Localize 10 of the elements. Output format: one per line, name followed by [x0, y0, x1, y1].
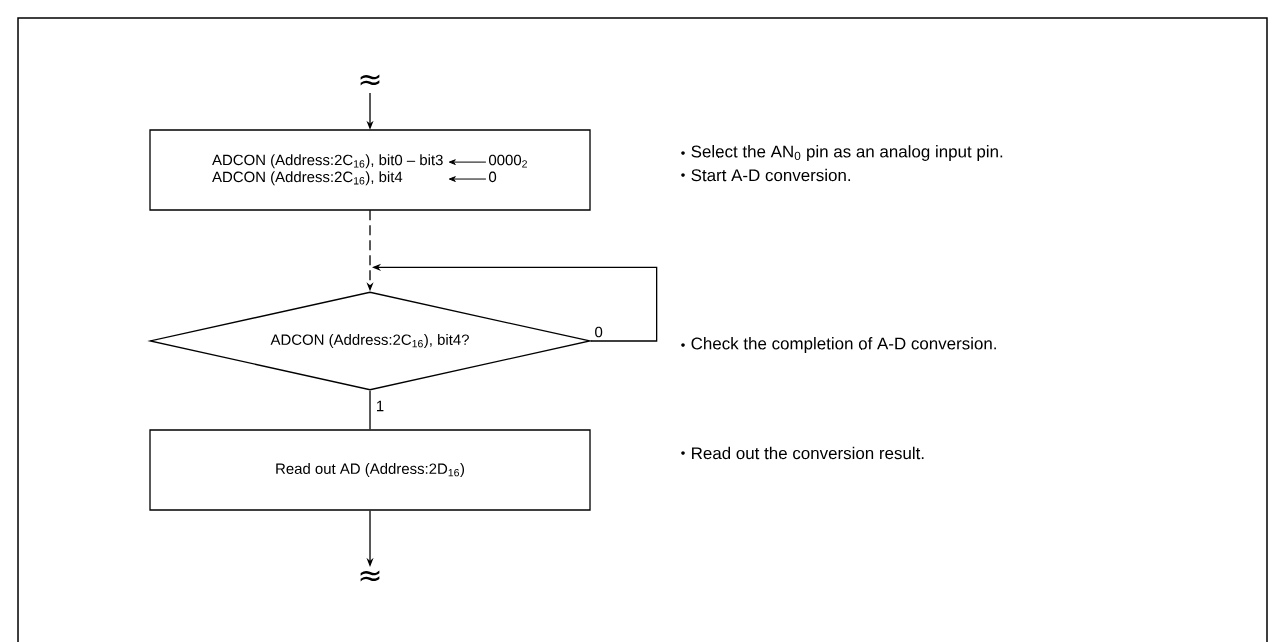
edge-label: 0: [593, 325, 604, 339]
note-text: Check the completion of A-D conversion.: [691, 337, 996, 353]
note-text: Start A-D conversion.: [691, 168, 851, 182]
note-text: Select the AN$_{0}$ pin as an analog input pin.: [691, 145, 1003, 161]
break-mark: ≈: [360, 570, 380, 582]
edge-label: 1: [374, 399, 386, 413]
break-mark: ≈: [360, 74, 380, 86]
note-text: Read out the conversion result.: [692, 446, 924, 460]
process-box: ADCON (Address:2C$_{16}$), bit0 – bit3 0000$_{2}$ ADCON (Address:2C$_{16}$), bit4 0: [149, 129, 591, 211]
process-box: Read out AD (Address:2D$_{16}$): [149, 429, 591, 511]
